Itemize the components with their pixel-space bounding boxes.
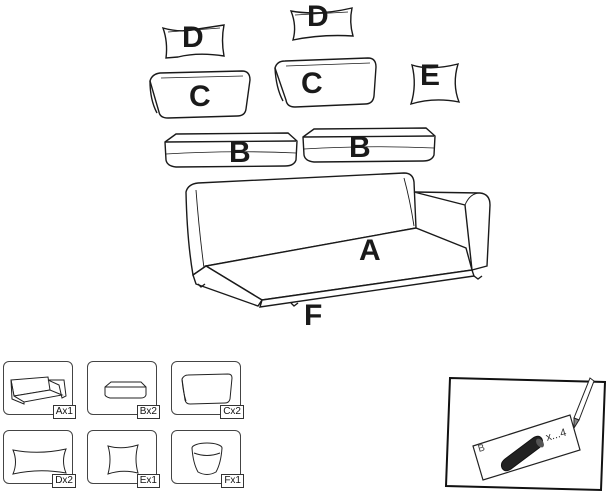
pillow-e bbox=[409, 63, 461, 106]
part-qty-e: Ex1 bbox=[136, 474, 160, 488]
part-thumb-d: Dx2 bbox=[3, 430, 76, 488]
back-cushion-c-left bbox=[149, 70, 251, 119]
tip-label-letter: B bbox=[477, 442, 487, 455]
label-b-left: B bbox=[229, 136, 251, 169]
assembly-tip-illustration: B x...4 bbox=[443, 372, 609, 492]
leg-icon bbox=[191, 442, 223, 475]
label-f: F bbox=[304, 299, 322, 332]
seat-cushion-b-right bbox=[302, 127, 436, 163]
seat-cushion-b-left bbox=[164, 132, 298, 168]
pillow-d-left bbox=[161, 24, 225, 59]
back-cushion-icon bbox=[181, 373, 233, 405]
tip-label-mark: x...4 bbox=[545, 427, 568, 444]
label-e: E bbox=[420, 59, 440, 92]
part-thumb-b: Bx2 bbox=[87, 361, 160, 419]
label-b-right: B bbox=[349, 131, 371, 164]
part-qty-a: Ax1 bbox=[52, 405, 76, 419]
pillow-d-right bbox=[289, 7, 354, 41]
back-cushion-c-right bbox=[274, 57, 377, 108]
rolled-label-icon bbox=[500, 435, 544, 472]
part-thumb-a: Ax1 bbox=[3, 361, 76, 419]
part-thumb-f: Fx1 bbox=[171, 430, 244, 488]
label-c-right: C bbox=[301, 67, 323, 100]
long-pillow-icon bbox=[12, 448, 67, 475]
pencil-icon bbox=[573, 377, 595, 430]
part-qty-c: Cx2 bbox=[220, 405, 244, 419]
part-qty-d: Dx2 bbox=[52, 474, 76, 488]
label-c-left: C bbox=[189, 80, 211, 113]
part-qty-b: Bx2 bbox=[136, 405, 160, 419]
sofa-base-a bbox=[185, 172, 491, 308]
label-d-left: D bbox=[182, 21, 204, 54]
label-a: A bbox=[359, 234, 381, 267]
part-thumb-e: Ex1 bbox=[87, 430, 160, 488]
label-d-right: D bbox=[307, 0, 329, 33]
square-pillow-icon bbox=[107, 444, 139, 475]
part-qty-f: Fx1 bbox=[221, 474, 244, 488]
seat-cushion-icon bbox=[104, 381, 147, 399]
sofa-base-icon bbox=[10, 376, 67, 405]
part-thumb-c: Cx2 bbox=[171, 361, 244, 419]
